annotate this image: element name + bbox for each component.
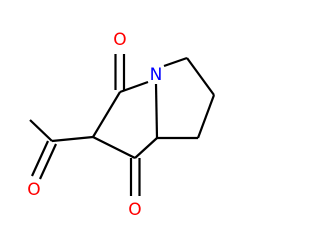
bond-cacetyl-o-b (38, 143, 58, 180)
bond-c2-c3 (92, 91, 121, 138)
bond-c6-c7 (196, 94, 216, 139)
bond-n-c5 (163, 56, 188, 68)
molecule-structure: O N O O (27, 30, 216, 220)
bond-c5-c6 (186, 57, 215, 96)
bond-c7a-n (154, 83, 159, 139)
bond-cacetyl-o-a (30, 140, 50, 177)
atom-labels: O N O O (27, 30, 162, 220)
bond-c1-c2 (92, 136, 136, 159)
bond-c7a-c1 (134, 137, 158, 159)
atom-oxygen-top: O (113, 30, 126, 50)
bonds (29, 54, 216, 196)
atom-nitrogen: N (150, 65, 163, 85)
bond-c3-n (119, 80, 149, 94)
atom-oxygen-bottom: O (128, 200, 141, 220)
bond-c2-cacetyl (51, 135, 94, 143)
atom-oxygen-acetyl: O (27, 180, 40, 200)
bond-cacetyl-ch3 (29, 119, 53, 142)
